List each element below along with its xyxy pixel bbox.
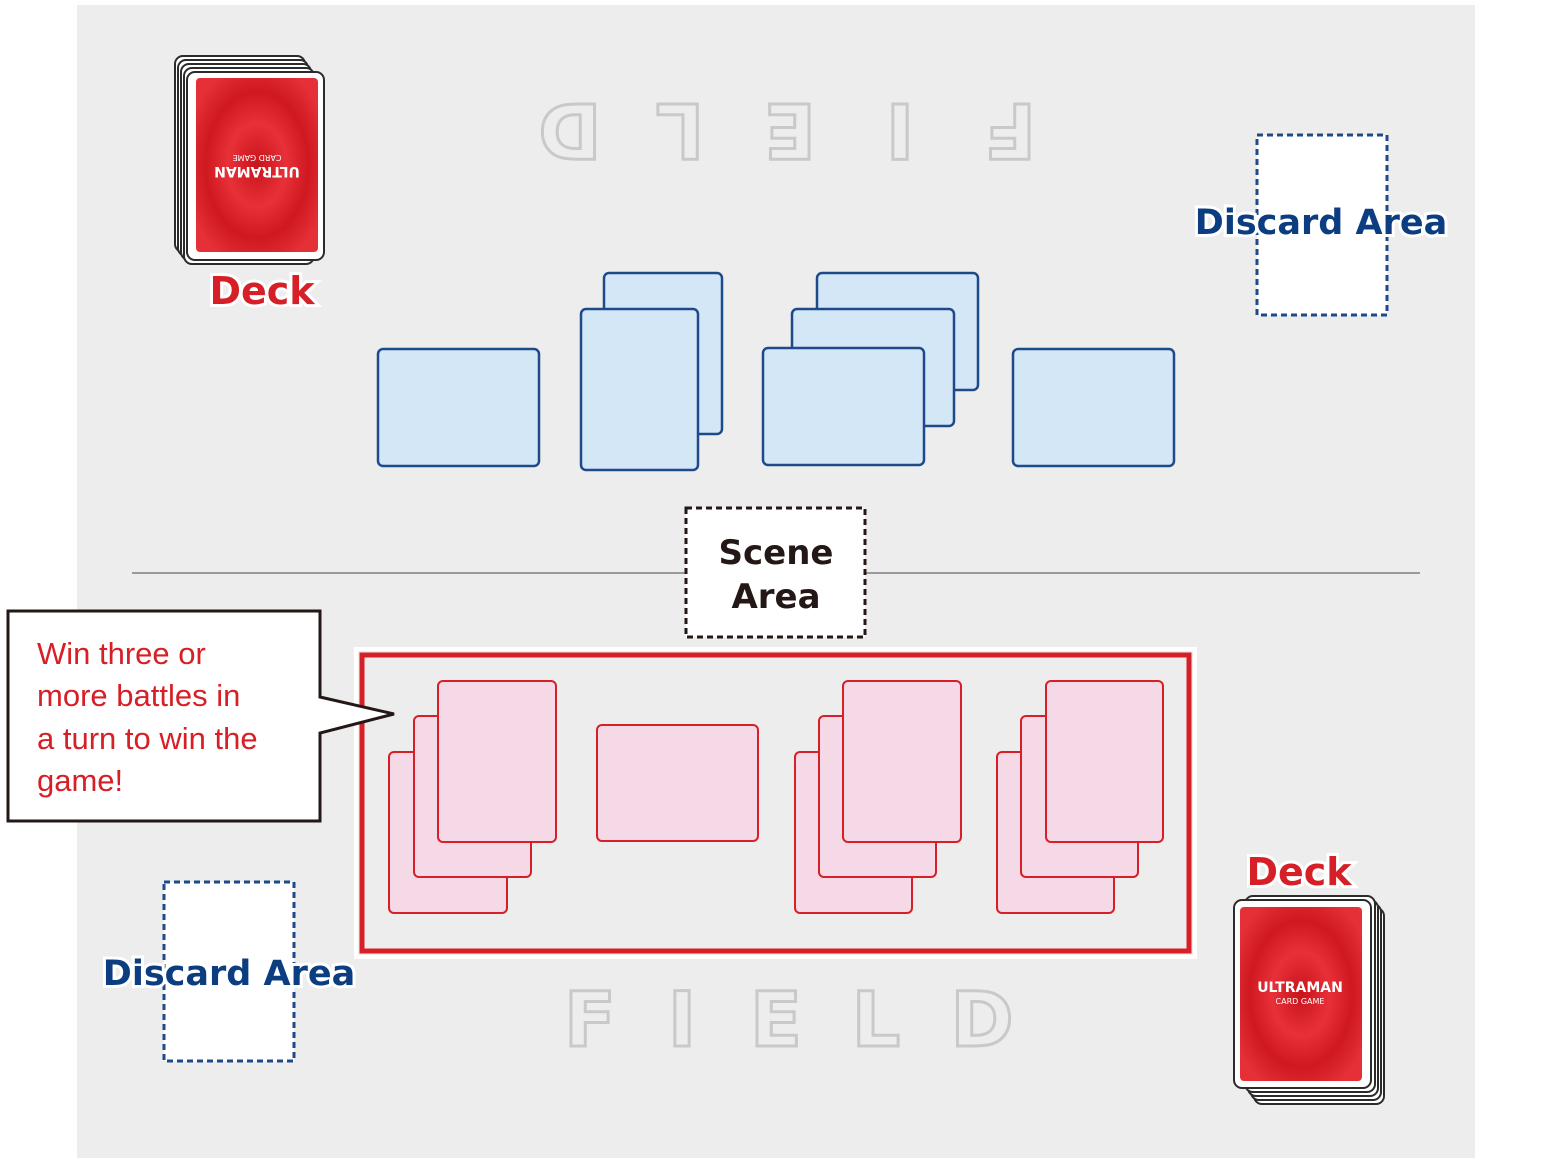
opponent-card (761, 346, 926, 467)
callout-line: Win three or (37, 636, 206, 671)
opponent-card (1011, 347, 1176, 468)
field-letter: E (750, 975, 802, 1064)
player-battle-zone (359, 652, 1192, 954)
card-back-subtitle: CARD GAME (233, 153, 282, 162)
scene-area (684, 506, 867, 639)
field-letter: E (764, 86, 816, 175)
field-letter: I (886, 86, 914, 175)
player-deck: ULTRAMAN CARD GAME (1233, 895, 1385, 1105)
field-letter: F (984, 86, 1036, 175)
field-letter: L (852, 975, 900, 1064)
player-field-watermark: F I E L D (563, 974, 1016, 1066)
player-deck-label: Deck (1246, 850, 1352, 894)
player-deck-logo: ULTRAMAN CARD GAME (1257, 980, 1343, 1006)
scene-area-label-line2: Area (731, 577, 820, 617)
field-letter: I (668, 975, 696, 1064)
card-back-title: ULTRAMAN (1257, 980, 1343, 996)
win-condition-callout: Win three or more battles in a turn to w… (6, 609, 395, 823)
opponent-card-zone (376, 271, 1176, 472)
field-letter: F (564, 975, 616, 1064)
opponent-deck-label: Deck (209, 269, 315, 313)
opponent-card (376, 347, 541, 468)
opponent-deck: ULTRAMAN CARD GAME (174, 55, 325, 265)
player-card (1045, 680, 1164, 843)
player-deck-card-back (1240, 907, 1362, 1081)
player-card (842, 680, 962, 843)
card-back-title: ULTRAMAN (214, 163, 300, 179)
callout-line: more battles in (37, 678, 240, 713)
field-letter: L (656, 86, 704, 175)
player-card-zone (388, 680, 1164, 914)
opponent-deck-card-back (196, 78, 318, 252)
field-letter: D (950, 975, 1013, 1064)
player-discard-area (162, 880, 296, 1063)
player-card (437, 680, 557, 843)
scene-area-label-line1: Scene (719, 533, 834, 573)
opponent-deck-logo: ULTRAMAN CARD GAME (214, 153, 300, 179)
player-card (596, 724, 759, 842)
opponent-field-watermark: F I E L D (537, 85, 1038, 177)
opponent-discard-area (1255, 133, 1389, 317)
player-discard-label: Discard Area (103, 954, 355, 994)
callout-line: game! (37, 763, 123, 798)
field-letter: D (538, 86, 601, 175)
opponent-discard-label: Discard Area (1195, 203, 1447, 243)
opponent-card (579, 307, 700, 472)
card-back-subtitle: CARD GAME (1276, 997, 1325, 1006)
callout-line: a turn to win the (37, 721, 258, 756)
